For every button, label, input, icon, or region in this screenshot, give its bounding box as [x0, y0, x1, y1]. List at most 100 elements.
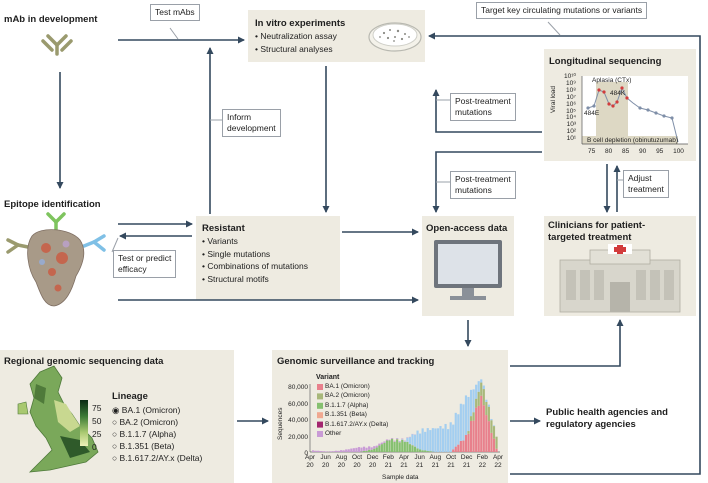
antibody-icon-blue — [82, 234, 106, 252]
lineage-item-b117[interactable]: ○ B.1.1.7 (Alpha) — [112, 429, 177, 439]
radio-selected-icon: ◉ — [112, 405, 120, 415]
note-line: development — [227, 123, 276, 133]
note-line: efficacy — [118, 264, 147, 274]
bar-segment — [383, 441, 386, 443]
xtick: 100 — [673, 148, 684, 155]
ytick: 10¹ — [566, 135, 577, 143]
bar-segment — [383, 442, 386, 452]
bar-segment — [469, 420, 473, 452]
bar-segment — [482, 389, 485, 406]
target-key-text: Target key circulating mutations or vari… — [481, 5, 643, 15]
test-mabs-text: Test mAbs — [155, 7, 195, 17]
bar-segment — [436, 428, 440, 452]
scale-tick: 75 — [92, 403, 102, 413]
adjust-treatment-label: Adjust treatment — [623, 170, 669, 198]
ytick: 10⁴ — [565, 114, 577, 122]
bar-segment — [464, 395, 468, 436]
monitor-icon — [434, 240, 502, 300]
bar-segment — [401, 439, 404, 452]
ytick: 10⁹ — [566, 79, 577, 87]
clinicians-line: Clinicians for patient- — [548, 220, 646, 231]
bar-segment — [352, 448, 355, 452]
bar-segment — [467, 433, 470, 452]
bar-segment — [492, 426, 496, 439]
lineage-title: Lineage — [112, 391, 148, 402]
bar-segment — [416, 430, 419, 449]
variant-list: BA.1 (Omicron) BA.2 (Omicron) B.1.1.7 (A… — [325, 382, 388, 438]
lineage-item-delta[interactable]: ○ B.1.617.2/AY.x (Delta) — [112, 453, 203, 463]
bar-segment — [485, 415, 488, 452]
bar-segment — [482, 385, 485, 390]
bar-segment — [419, 449, 422, 452]
bar-segment — [492, 425, 496, 427]
bar-segment — [429, 430, 432, 452]
lineage-color-scale — [80, 400, 88, 446]
bar-segment — [362, 450, 366, 452]
ytick: 40,000 — [288, 417, 308, 425]
arrow-longitudinal-to-invitro — [432, 89, 542, 133]
resistant-item: Structural motifs — [202, 273, 308, 286]
regional-title: Regional genomic sequencing data — [4, 356, 164, 367]
ytick: 0 — [304, 450, 308, 458]
petri-dish-icon — [368, 22, 422, 52]
ytick: 10³ — [566, 121, 577, 129]
bar-segment — [421, 450, 424, 452]
resistant-item: Variants — [202, 235, 308, 248]
bar-segment — [314, 450, 317, 452]
bar-segment — [419, 433, 422, 450]
genomic-xlabel: Sample data — [382, 474, 419, 481]
bar-segment — [403, 440, 406, 442]
bar-segment — [482, 405, 485, 452]
scale-tick: 25 — [92, 429, 102, 439]
bar-segment — [454, 446, 457, 452]
ytick: 10⁶ — [566, 100, 577, 108]
invitro-list: Neutralization assay Structural analyses — [255, 30, 337, 55]
variant-item: BA.1 (Omicron) — [325, 383, 370, 390]
bar-segment — [373, 448, 376, 452]
bar-segment — [467, 431, 470, 434]
bar-segment — [334, 450, 338, 452]
viral-load-chart — [581, 76, 688, 145]
lineage-item-b1351[interactable]: ○ B.1.351 (Beta) — [112, 441, 175, 451]
bar-segment — [396, 439, 399, 452]
bar-segment — [375, 445, 378, 448]
bar-segment — [464, 435, 468, 452]
bar-segment — [406, 441, 409, 452]
post-treatment-label-top: Post-treatment mutations — [450, 93, 516, 121]
bar-segment — [452, 424, 455, 450]
bar-segment — [393, 441, 396, 452]
bar-segment — [495, 436, 498, 449]
bar-segment — [390, 438, 394, 439]
mab-box — [0, 0, 115, 180]
note-line: treatment — [628, 184, 664, 194]
bar-segment — [398, 441, 401, 443]
bar-segment — [345, 449, 348, 452]
ytick: 20,000 — [288, 433, 308, 441]
bar-segment — [388, 439, 391, 441]
bar-segment — [487, 421, 490, 452]
arrow-longitudinal-to-openaccess — [432, 151, 542, 213]
radio-icon: ○ — [112, 417, 118, 427]
lineage-item-ba2[interactable]: ○ BA.2 (Omicron) — [112, 417, 179, 427]
bar-segment — [406, 437, 409, 442]
bar-segment — [416, 448, 419, 452]
note-line: Inform — [227, 112, 252, 122]
bar-segment — [495, 448, 498, 452]
bar-segment — [380, 444, 383, 452]
bar-segment — [368, 449, 371, 452]
variant-item: B.1.1.7 (Alpha) — [325, 401, 369, 409]
ytick: 10⁵ — [566, 107, 577, 115]
invitro-item: Structural analyses — [255, 43, 337, 56]
bar-segment — [411, 445, 414, 452]
invitro-item: Neutralization assay — [255, 30, 337, 43]
bar-segment — [385, 439, 389, 441]
lineage-item-ba1[interactable]: ◉ BA.1 (Omicron) — [112, 405, 181, 415]
xtick: 90 — [639, 148, 647, 155]
legend-swatch — [317, 431, 323, 437]
radio-icon: ○ — [112, 453, 118, 463]
arrow-genomic-to-clinicians — [510, 319, 624, 367]
